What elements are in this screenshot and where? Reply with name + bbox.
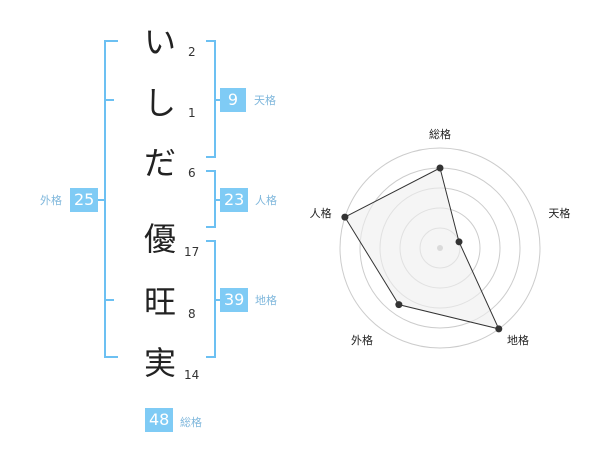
tenkaku-score: 9 xyxy=(220,88,246,112)
tenkaku-label: 天格 xyxy=(254,94,276,107)
stroke-count-1: 2 xyxy=(188,45,196,59)
jinkaku-bracket-bottom xyxy=(206,226,216,228)
name-char-2: し xyxy=(143,84,176,122)
gaikaku-label: 外格 xyxy=(40,194,62,207)
tenkaku-bracket-bottom xyxy=(206,156,216,158)
radar-point-3 xyxy=(495,325,503,333)
name-char-4: 優 xyxy=(143,220,176,258)
soukaku-label: 総格 xyxy=(180,416,202,429)
gaikaku-score: 25 xyxy=(70,188,99,212)
stroke-count-4: 17 xyxy=(184,245,200,259)
jinkaku-bracket-top xyxy=(206,170,216,172)
jinkaku-label: 人格 xyxy=(255,194,277,207)
radar-axis-label-2: 天格 xyxy=(548,206,570,220)
outer-bracket-tick-lower xyxy=(104,299,114,301)
outer-bracket-top xyxy=(104,40,118,42)
radar-points xyxy=(341,164,503,333)
radar-point-4 xyxy=(395,301,403,309)
radar-point-5 xyxy=(341,213,349,221)
radar-point-1 xyxy=(436,164,444,172)
radar-ring-5 xyxy=(339,147,541,349)
radar-axis-label-4: 外格 xyxy=(351,333,373,347)
radar-point-2 xyxy=(455,238,463,246)
name-stroke-diagram: い し だ 優 旺 実 2 1 6 17 8 14 9 天格 23 人格 39 … xyxy=(40,23,277,432)
tenkaku-bracket-connector xyxy=(214,99,222,101)
jinkaku-score: 23 xyxy=(220,188,249,212)
jinkaku-bracket-connector xyxy=(214,199,222,201)
stroke-count-6: 14 xyxy=(184,368,200,382)
stroke-count-5: 8 xyxy=(188,307,196,321)
chikaku-bracket-connector xyxy=(214,299,222,301)
stroke-count-2: 1 xyxy=(188,106,196,120)
radar-area xyxy=(344,167,500,330)
tenkaku-bracket-top xyxy=(206,40,216,42)
chikaku-label: 地格 xyxy=(255,294,277,307)
outer-bracket-bottom xyxy=(104,356,118,358)
name-char-6: 実 xyxy=(143,344,176,382)
name-char-3: だ xyxy=(143,144,176,182)
name-char-1: い xyxy=(143,23,176,61)
chikaku-score: 39 xyxy=(220,288,249,312)
chikaku-bracket-bottom xyxy=(206,356,216,358)
chikaku-bracket-top xyxy=(206,240,216,242)
soukaku-score: 48 xyxy=(145,408,174,432)
radar-axis-label-1: 総格 xyxy=(429,127,451,141)
radar-axis-label-5: 人格 xyxy=(310,206,332,220)
stroke-count-3: 6 xyxy=(188,166,196,180)
outer-bracket-connector xyxy=(98,199,106,201)
radar-axis-label-3: 地格 xyxy=(507,333,529,347)
name-char-5: 旺 xyxy=(143,283,176,321)
outer-bracket-tick-upper xyxy=(104,99,114,101)
